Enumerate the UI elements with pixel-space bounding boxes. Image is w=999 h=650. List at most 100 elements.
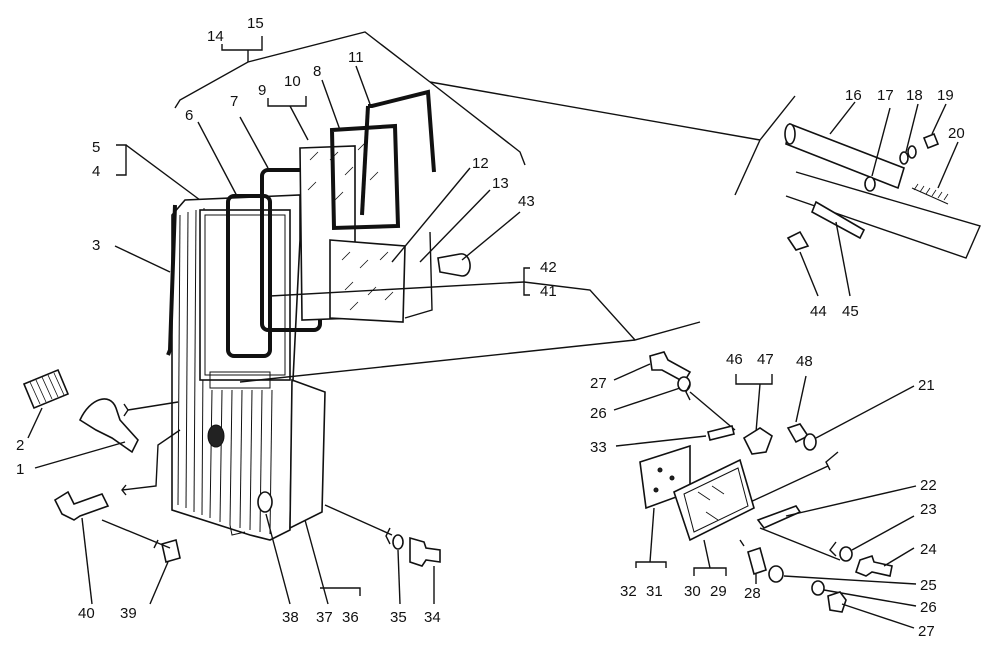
screw-19 [922, 132, 940, 150]
callout-43: 43 [518, 193, 535, 210]
callout-27-bottom: 27 [918, 623, 935, 640]
bracket-29-30 [693, 567, 727, 576]
callout-15: 15 [247, 15, 264, 32]
callout-26-top: 26 [590, 405, 607, 422]
callout-26-bottom: 26 [920, 599, 937, 616]
window-pane-12 [329, 239, 406, 323]
callout-14: 14 [207, 28, 224, 45]
callout-9: 9 [258, 82, 266, 99]
callout-35: 35 [390, 609, 407, 626]
callout-30: 30 [684, 583, 701, 600]
callout-37: 37 [316, 609, 333, 626]
callout-39: 39 [120, 605, 137, 622]
callout-40: 40 [78, 605, 95, 622]
leader-48 [795, 375, 807, 423]
callout-27-top: 27 [590, 375, 607, 392]
washers-18 [899, 145, 917, 165]
bolt-34 [409, 536, 441, 567]
screw-39 [161, 538, 181, 564]
leader-45 [835, 221, 851, 297]
leader-27a [613, 363, 651, 381]
leader-43 [461, 211, 521, 261]
callout-45: 45 [842, 303, 859, 320]
callout-21: 21 [918, 377, 935, 394]
callout-10: 10 [284, 73, 301, 90]
leader-11 [355, 65, 371, 105]
bolt-24 [855, 554, 893, 577]
leader-25 [783, 575, 917, 585]
callout-46: 46 [726, 351, 743, 368]
callout-31: 31 [646, 583, 663, 600]
bracket-46-47 [735, 374, 773, 385]
screw-28 [747, 546, 767, 576]
callout-33: 33 [590, 439, 607, 456]
callout-41: 41 [540, 283, 557, 300]
callout-24: 24 [920, 541, 937, 558]
lock-cylinder-40 [53, 490, 110, 521]
callout-23: 23 [920, 501, 937, 518]
plate-47 [742, 427, 773, 455]
bracket-4-5 [116, 144, 201, 201]
bracket-9-10 [267, 96, 309, 141]
callout-34: 34 [424, 609, 441, 626]
callout-44: 44 [810, 303, 827, 320]
leader-8 [321, 79, 341, 131]
callout-22: 22 [920, 477, 937, 494]
leader-17 [871, 107, 891, 177]
bracket-41-42 [523, 267, 530, 296]
leader-21 [815, 385, 915, 439]
bracket-14-15 [174, 31, 796, 196]
leader-6 [197, 121, 239, 199]
leader-20 [937, 141, 959, 189]
pin-22 [756, 505, 802, 529]
callout-17: 17 [877, 87, 894, 104]
washer-35 [392, 534, 404, 550]
leader-26a [613, 387, 681, 411]
leader-22 [785, 485, 917, 517]
leader-2 [27, 407, 43, 439]
washer-23 [839, 546, 853, 562]
leader-12 [391, 167, 471, 263]
leader-19 [931, 103, 947, 135]
leader-3 [114, 245, 171, 273]
leader-16 [829, 101, 856, 135]
leader-38 [265, 513, 291, 605]
leader-23 [851, 515, 915, 551]
leader-1 [34, 441, 126, 469]
callout-3: 3 [92, 237, 100, 254]
spring-2 [22, 368, 70, 410]
callout-19: 19 [937, 87, 954, 104]
leader-40 [81, 517, 93, 605]
callout-16: 16 [845, 87, 862, 104]
plug-44 [786, 230, 810, 251]
callout-48: 48 [796, 353, 813, 370]
callout-11: 11 [348, 49, 364, 66]
leader-35 [397, 549, 401, 605]
leader-27b [841, 603, 915, 629]
leader-7 [239, 116, 269, 169]
box-44-45 [785, 171, 981, 259]
bolt-27b [827, 591, 847, 613]
seal-strip-3 [166, 204, 177, 356]
callout-36: 36 [342, 609, 359, 626]
callout-42: 42 [540, 259, 557, 276]
channel-13 [404, 231, 433, 319]
callout-1: 1 [16, 461, 24, 478]
leader-13 [419, 189, 491, 263]
seal-ring-6 [226, 194, 272, 358]
callout-25: 25 [920, 577, 937, 594]
pin-33 [707, 425, 735, 441]
rod-16 [784, 122, 905, 190]
spring-20 [911, 183, 949, 205]
callout-20: 20 [948, 125, 965, 142]
leader-39 [149, 561, 169, 605]
callout-4: 4 [92, 163, 100, 180]
channel-11 [368, 89, 436, 173]
pin-45 [810, 200, 866, 240]
callout-28: 28 [744, 585, 761, 602]
callout-29: 29 [710, 583, 727, 600]
bracket-36-37 [320, 587, 361, 596]
callout-6: 6 [185, 107, 193, 124]
